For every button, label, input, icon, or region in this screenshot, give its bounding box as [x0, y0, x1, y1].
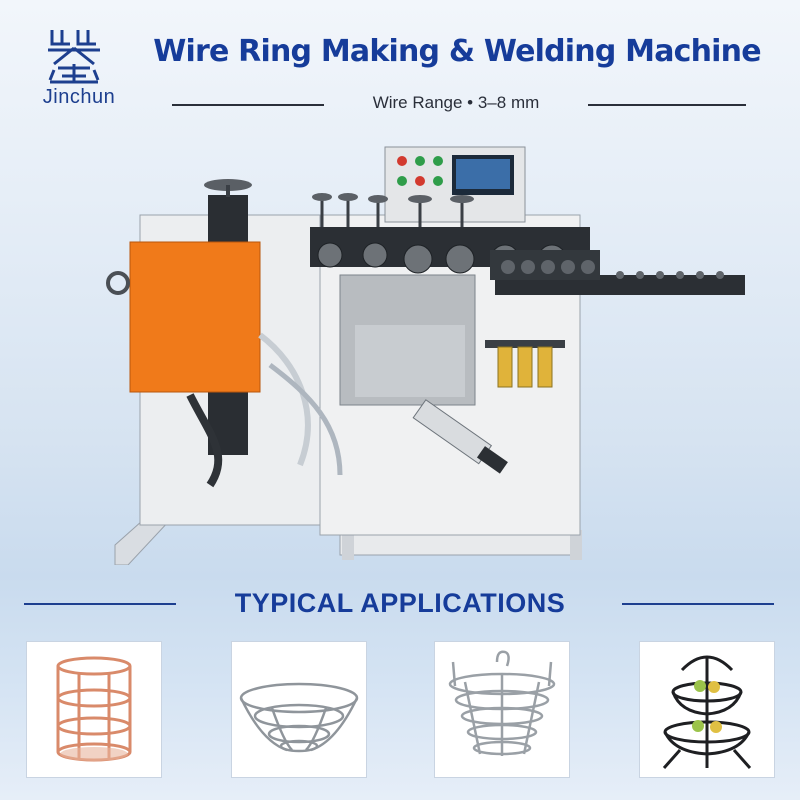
application-card — [639, 641, 775, 778]
divider-line — [172, 104, 324, 106]
divider-line — [588, 104, 746, 106]
applications-heading: TYPICAL APPLICATIONS — [234, 588, 566, 618]
application-card — [26, 641, 162, 778]
jinchun-logo-icon — [48, 30, 100, 84]
divider-line — [622, 603, 774, 605]
wire-ring-machine-image — [106, 146, 745, 565]
wire-fruit-bowl-icon — [239, 682, 359, 753]
application-card — [231, 641, 367, 778]
two-tier-fruit-stand-icon — [662, 655, 752, 769]
brand-name: Jinchun — [42, 86, 116, 108]
page-title: Wire Ring Making & Welding Machine — [153, 34, 761, 69]
application-card — [434, 641, 570, 778]
wire-range-subtitle: Wire Range • 3–8 mm — [372, 93, 540, 112]
spiral-wire-basket-icon — [448, 650, 556, 756]
copper-wire-cylinder-basket-icon — [56, 656, 132, 762]
divider-line — [24, 603, 176, 605]
